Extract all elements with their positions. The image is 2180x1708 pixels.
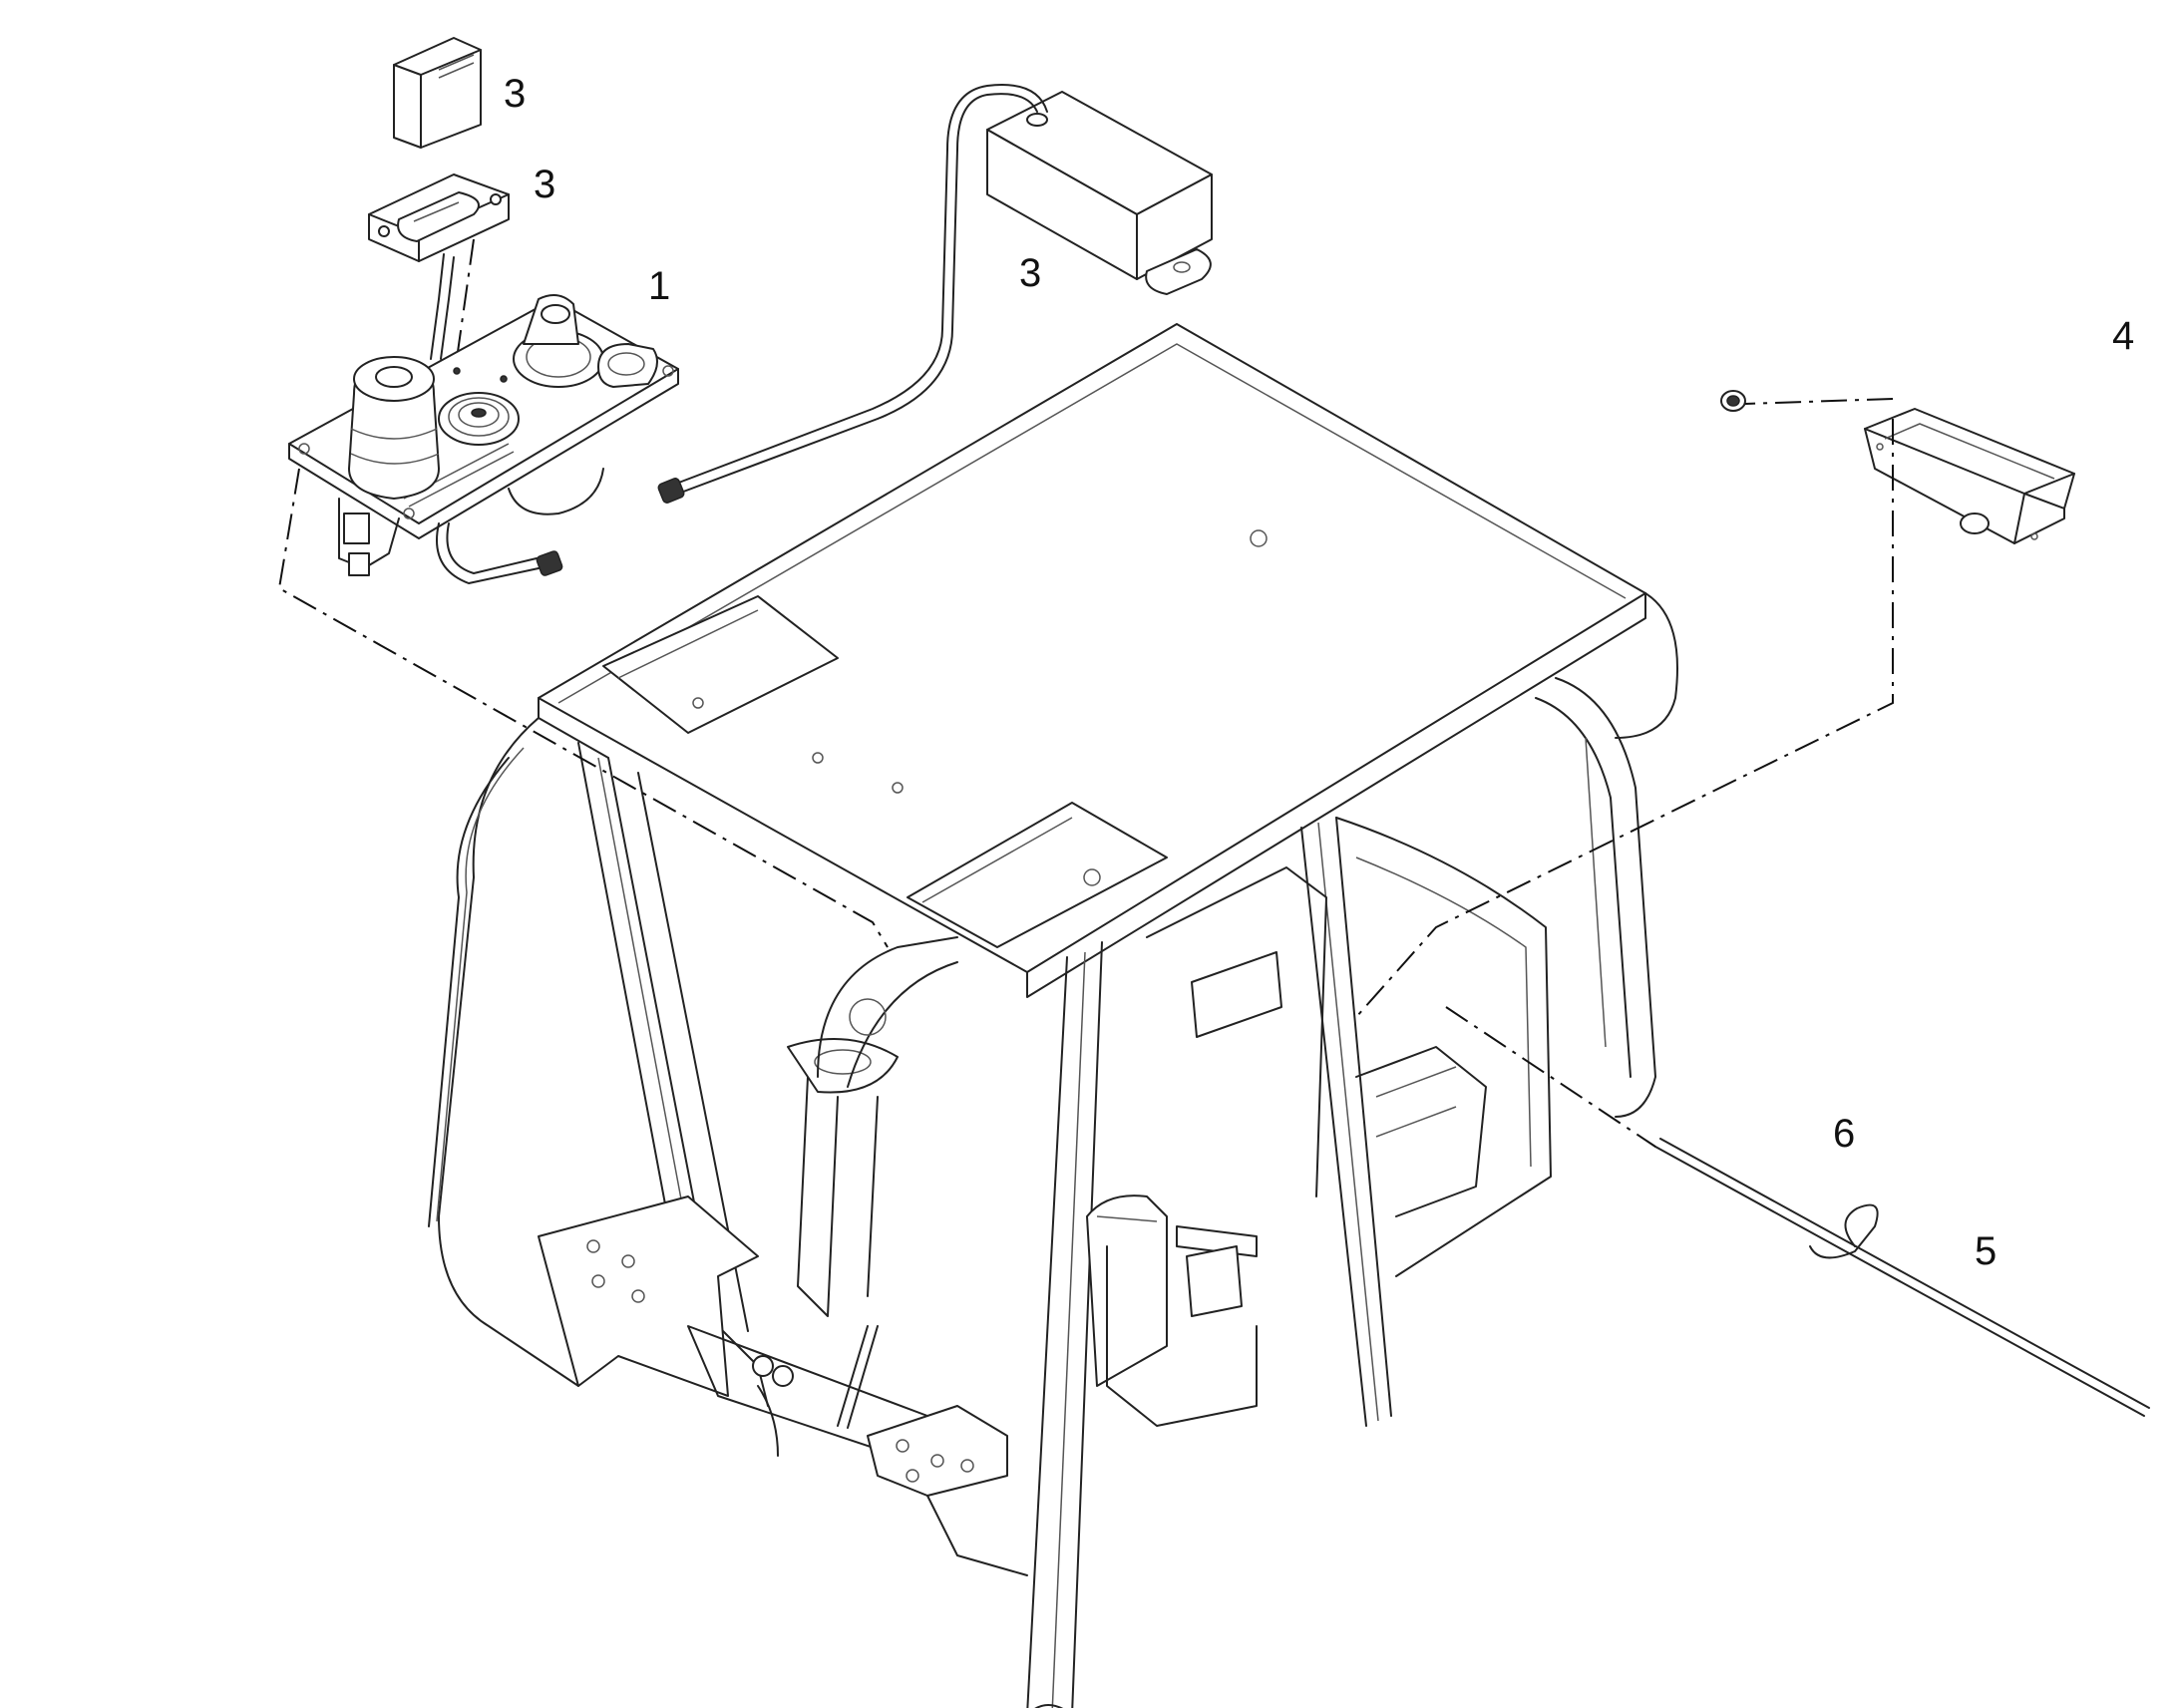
callout-3-cap: 3 — [504, 72, 526, 116]
callouts: 3 3 1 3 4 6 5 — [504, 72, 2134, 1273]
callout-3-plate: 3 — [534, 163, 555, 206]
callout-6: 6 — [1833, 1112, 1855, 1156]
part-4-plug — [1720, 390, 1746, 412]
part-3-cover-cap — [393, 37, 482, 149]
part-3-control-box — [657, 84, 1213, 504]
part-5-rod — [1654, 1138, 2150, 1417]
callout-4: 4 — [2112, 314, 2134, 358]
callout-5: 5 — [1975, 1229, 1997, 1273]
leader-lines — [277, 398, 1894, 1148]
part-3-switch-plate — [368, 173, 510, 360]
callout-1: 1 — [648, 264, 670, 308]
part-1-switch-panel — [288, 294, 679, 584]
cab-frame — [428, 323, 1678, 1708]
storage-tray — [1864, 408, 2075, 544]
callout-3-box: 3 — [1019, 251, 1041, 295]
part-6-ring — [1809, 1203, 1879, 1259]
